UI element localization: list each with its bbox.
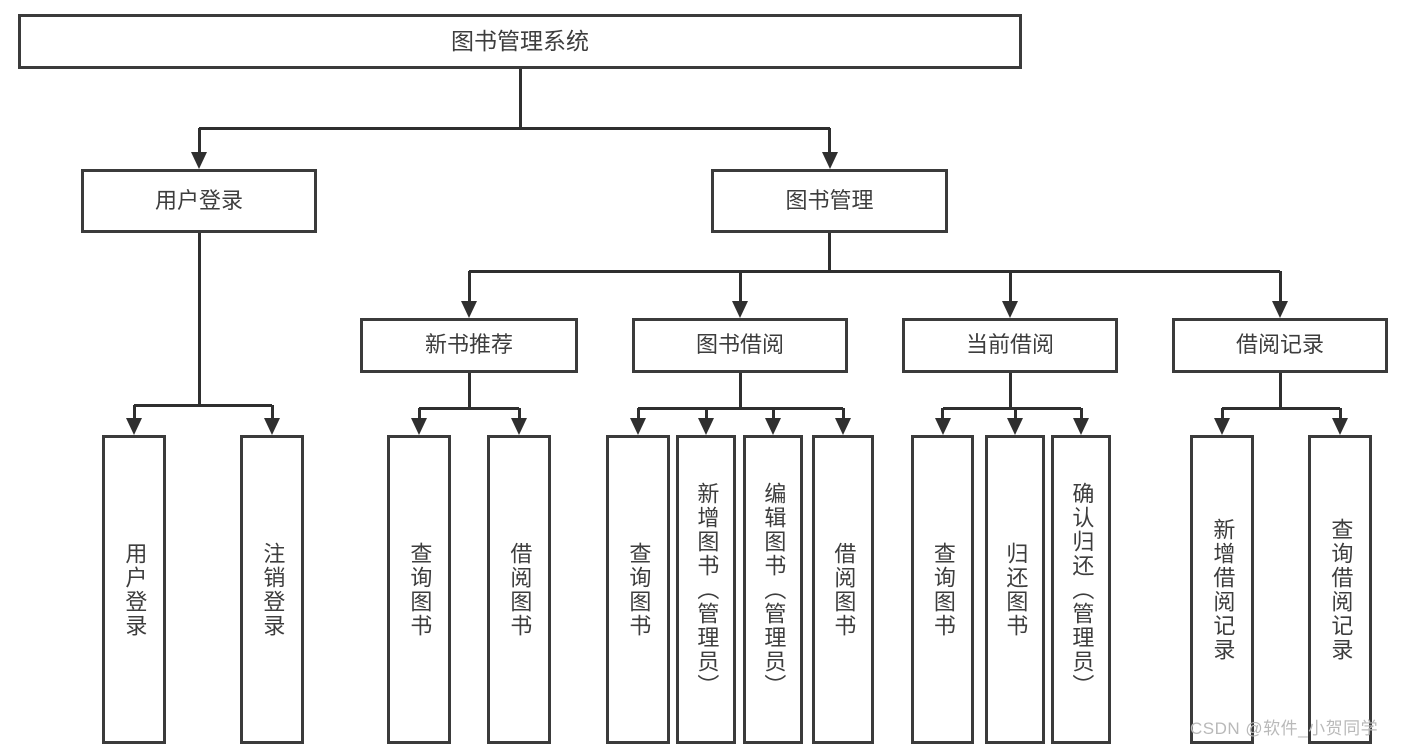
node-label: 用户登录 <box>122 541 148 638</box>
node-leaf-borrow-book-2[interactable]: 借阅图书 <box>812 435 874 744</box>
node-leaf-borrow-book-1[interactable]: 借阅图书 <box>487 435 551 744</box>
connector-branch <box>1008 271 1012 302</box>
connector-branch <box>738 271 742 302</box>
connector-branch <box>1013 408 1017 419</box>
connector-arrowhead <box>835 418 851 435</box>
connector-trunk <box>197 233 201 405</box>
node-borrow-record[interactable]: 借阅记录 <box>1172 318 1388 373</box>
node-label: 新增借阅记录 <box>1210 517 1236 662</box>
connector-branch <box>771 408 775 419</box>
node-label: 编辑图书（管理员） <box>761 481 787 698</box>
node-label: 查询图书 <box>626 541 652 638</box>
connector-arrowhead <box>461 301 477 318</box>
connector-bus <box>469 269 1280 273</box>
connector-arrowhead <box>191 152 207 169</box>
node-label: 借阅图书 <box>507 541 533 638</box>
connector-trunk <box>738 373 742 408</box>
connector-arrowhead <box>698 418 714 435</box>
node-label: 图书管理 <box>785 187 874 213</box>
connector-arrowhead <box>511 418 527 435</box>
node-leaf-user-login[interactable]: 用户登录 <box>102 435 166 744</box>
node-label: 归还图书 <box>1003 541 1029 638</box>
node-book-manage[interactable]: 图书管理 <box>711 169 948 233</box>
connector-arrowhead <box>934 418 951 435</box>
connector-trunk <box>1278 373 1282 408</box>
node-label: 借阅记录 <box>1235 332 1324 358</box>
node-leaf-confirm-return[interactable]: 确认归还（管理员） <box>1051 435 1111 744</box>
node-leaf-user-logout[interactable]: 注销登录 <box>240 435 304 744</box>
connector-arrowhead <box>126 418 142 435</box>
node-new-book-rec[interactable]: 新书推荐 <box>360 318 578 373</box>
connector-arrowhead <box>630 418 646 435</box>
connector-branch <box>941 408 944 419</box>
connector-branch <box>841 408 845 419</box>
node-leaf-edit-book[interactable]: 编辑图书（管理员） <box>743 435 803 744</box>
node-label: 查询图书 <box>407 541 433 638</box>
node-label: 用户登录 <box>154 187 243 213</box>
connector-arrowhead <box>1332 418 1348 435</box>
node-root[interactable]: 图书管理系统 <box>18 14 1022 69</box>
node-leaf-return-book[interactable]: 归还图书 <box>985 435 1045 744</box>
connector-bus <box>1222 406 1340 410</box>
connector-bus <box>134 403 272 407</box>
node-label: 图书管理系统 <box>451 27 589 54</box>
connector-branch <box>270 405 274 419</box>
connector-arrowhead <box>1002 301 1018 318</box>
connector-arrowhead <box>765 418 781 435</box>
connector-bus <box>199 126 830 130</box>
node-label: 图书借阅 <box>695 332 784 358</box>
connector-bus <box>638 406 843 410</box>
connector-trunk <box>828 233 831 271</box>
connector-branch <box>517 408 521 419</box>
node-label: 注销登录 <box>260 541 286 638</box>
connector-branch <box>636 408 640 419</box>
connector-trunk <box>1008 373 1012 408</box>
connector-branch <box>132 405 136 419</box>
node-leaf-query-book-1[interactable]: 查询图书 <box>387 435 451 744</box>
node-leaf-query-book-3[interactable]: 查询图书 <box>911 435 974 744</box>
node-book-borrow[interactable]: 图书借阅 <box>632 318 848 373</box>
node-leaf-query-book-2[interactable]: 查询图书 <box>606 435 670 744</box>
connector-arrowhead <box>1007 418 1023 435</box>
connector-branch <box>197 128 201 153</box>
connector-arrowhead <box>732 301 748 318</box>
node-user-login[interactable]: 用户登录 <box>81 169 317 233</box>
node-leaf-query-record[interactable]: 查询借阅记录 <box>1308 435 1372 744</box>
connector-arrowhead <box>264 418 280 435</box>
connector-arrowhead <box>411 418 427 435</box>
connector-bus <box>942 406 1081 410</box>
connector-branch <box>828 128 831 153</box>
node-leaf-add-book[interactable]: 新增图书（管理员） <box>676 435 736 744</box>
connector-trunk <box>467 373 471 408</box>
connector-bus <box>419 406 519 410</box>
connector-branch <box>417 408 421 419</box>
connector-branch <box>704 408 708 419</box>
connector-trunk <box>518 69 522 128</box>
node-label: 新增图书（管理员） <box>694 481 720 698</box>
connector-arrowhead <box>1073 418 1089 435</box>
node-label: 确认归还（管理员） <box>1069 481 1095 698</box>
node-label: 借阅图书 <box>831 541 857 638</box>
connector-branch <box>1338 408 1342 419</box>
node-label: 查询图书 <box>930 541 956 638</box>
connector-arrowhead <box>1214 418 1230 435</box>
connector-arrowhead <box>1272 301 1288 318</box>
node-label: 当前借阅 <box>965 332 1054 358</box>
node-current-borrow[interactable]: 当前借阅 <box>902 318 1118 373</box>
connector-arrowhead <box>821 152 838 169</box>
node-leaf-add-record[interactable]: 新增借阅记录 <box>1190 435 1254 744</box>
connector-branch <box>1278 271 1282 302</box>
node-label: 查询借阅记录 <box>1328 517 1354 662</box>
connector-branch <box>1079 408 1083 419</box>
node-label: 新书推荐 <box>424 332 513 358</box>
connector-branch <box>1220 408 1224 419</box>
connector-branch <box>467 271 471 302</box>
